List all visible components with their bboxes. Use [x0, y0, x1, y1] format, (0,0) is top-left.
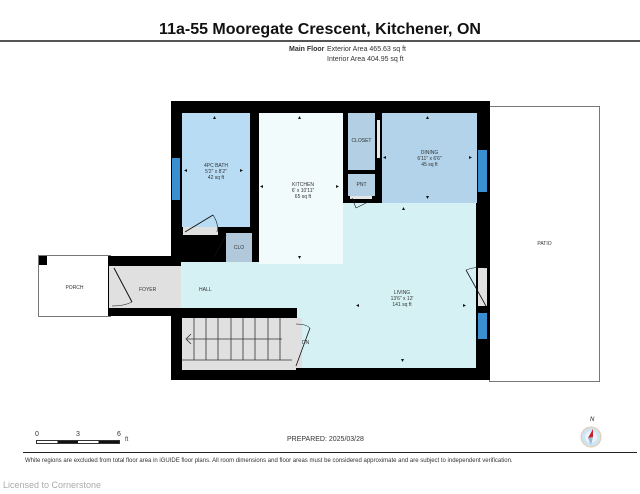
kitchen-area: 65 sq ft [294, 194, 312, 200]
bath-room: 4PC BATH 5'2" x 8'2" 42 sq ft ▴ ◂ ▸ [182, 113, 250, 227]
bath-name: 4PC BATH [203, 163, 229, 169]
bath-door-threshold [183, 227, 218, 235]
closet-sliding-door [377, 120, 380, 158]
living-window [478, 313, 487, 339]
prepared-date: PREPARED: 2025/03/28 [287, 436, 364, 443]
living-dims: 13'6" x 12' [390, 296, 414, 302]
dimension-arrow-right: ▸ [336, 184, 340, 190]
kitchen-label: KITCHEN 6' x 10'11" 65 sq ft [273, 182, 333, 200]
living-name: LIVING [393, 290, 411, 296]
kitchen-room: KITCHEN 6' x 10'11" 65 sq ft ▴ ◂ ▸ ▾ [259, 113, 343, 264]
closet-label: CLOSET [351, 138, 372, 144]
clo-room: CLO [226, 233, 252, 262]
bath-door-swing-icon [184, 214, 218, 233]
floor-name: Main Floor [289, 46, 325, 53]
compass-north-label: N [590, 417, 595, 423]
dining-area: 45 sq ft [421, 162, 438, 168]
dimension-arrow-up: ▴ [298, 115, 302, 121]
living-area: 141 sq ft [392, 302, 412, 308]
bath-area: 42 sq ft [207, 175, 225, 181]
bath-label: 4PC BATH 5'2" x 8'2" 42 sq ft [186, 163, 246, 181]
pantry-label: PNT [356, 182, 367, 188]
closet-room: CLOSET [348, 113, 375, 170]
porch-post [39, 256, 47, 265]
dimension-arrow-down: ▾ [298, 255, 302, 261]
dimension-arrow-right: ▸ [240, 168, 244, 174]
stair-door-threshold [296, 318, 302, 368]
foyer-room: FOYER [109, 266, 182, 308]
exterior-area: Exterior Area 465.63 sq ft [327, 46, 406, 53]
bath-window [172, 158, 180, 200]
living-label: LIVING 13'6" x 12' 141 sq ft [377, 290, 427, 308]
pantry-door-swing-icon [350, 196, 373, 209]
footer-divider [23, 452, 637, 453]
front-door-swing-icon [111, 267, 133, 307]
page-title: 11a-55 Mooregate Crescent, Kitchener, ON [159, 21, 481, 38]
dining-window [478, 150, 487, 192]
dimension-arrow-left: ◂ [356, 303, 360, 309]
dining-name: DINING [420, 150, 439, 156]
dining-dims: 6'11" x 6'6" [417, 156, 442, 162]
dimension-arrow-up: ▴ [426, 115, 430, 121]
dimension-arrow-down: ▾ [426, 195, 430, 201]
scale-unit: ft [125, 437, 129, 443]
disclaimer-text: White regions are excluded from total fl… [25, 458, 513, 464]
scale-tick-6: 6 [117, 431, 121, 438]
foyer-label: FOYER [139, 287, 157, 293]
pantry-room: PNT [348, 174, 375, 196]
dimension-arrow-left: ◂ [383, 155, 387, 161]
kitchen-name: KITCHEN [292, 182, 314, 188]
dimension-arrow-left: ◂ [184, 168, 188, 174]
bath-dims: 5'2" x 8'2" [205, 169, 227, 175]
hall-connector [181, 262, 301, 270]
scale-bar [36, 440, 120, 444]
kitchen-dims: 6' x 10'11" [291, 188, 315, 194]
patio-label: PATIO [537, 241, 552, 247]
interior-area: Interior Area 404.95 sq ft [327, 56, 404, 63]
hall-room: HALL [181, 266, 301, 308]
patio-door-opening [478, 268, 487, 306]
dimension-arrow-up: ▴ [402, 206, 406, 212]
dimension-arrow-right: ▸ [469, 155, 473, 161]
dining-room: DINING 6'11" x 6'6" 45 sq ft ▴ ◂ ▸ ▾ [382, 113, 477, 203]
clo-label: CLO [233, 245, 245, 251]
title-divider [0, 40, 640, 42]
hall-kitchen-opening [258, 262, 303, 270]
patio-door-swing-icon [465, 267, 487, 307]
porch-area: PORCH [38, 255, 111, 317]
dimension-arrow-up: ▴ [213, 115, 217, 121]
stair-treads-icon [182, 318, 292, 361]
compass-icon [580, 426, 602, 448]
dining-label: DINING 6'11" x 6'6" 45 sq ft [407, 150, 452, 168]
dimension-arrow-left: ◂ [260, 184, 264, 190]
clo-door-swing-icon [213, 234, 227, 258]
dimension-arrow-right: ▸ [463, 303, 467, 309]
hall-label: HALL [199, 287, 212, 293]
stairs [182, 318, 296, 370]
stair-door-swing-icon [295, 323, 311, 367]
scale-tick-3: 3 [76, 431, 80, 438]
stairs-direction-label: DN [302, 340, 310, 346]
porch-label: PORCH [65, 285, 84, 291]
license-watermark: Licensed to Cornerstone [3, 480, 102, 490]
scale-tick-0: 0 [35, 431, 39, 438]
patio-area: PATIO [489, 106, 600, 382]
dimension-arrow-down: ▾ [401, 358, 405, 364]
